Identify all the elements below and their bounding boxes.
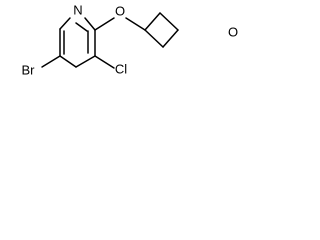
- bond-oxetane-c1-c2: [144, 29, 164, 48]
- bond-oxetane-c3-c1: [144, 12, 161, 31]
- bond-c3-chlorine: [94, 55, 115, 69]
- bond-oxetane-c2-o: [162, 29, 179, 48]
- bond-c3-c4: [75, 55, 96, 68]
- chemical-structure: N O O Cl Br: [0, 0, 244, 98]
- bond-c2-oxygen: [94, 17, 115, 31]
- bond-c5-bromine: [41, 55, 61, 68]
- double-bond-n-c2: [75, 22, 88, 32]
- bond-c6-n: [59, 17, 71, 30]
- chlorine-label: Cl: [115, 61, 127, 76]
- structure-svg: N O O Cl Br: [22, 2, 239, 77]
- bond-n-c2: [84, 17, 96, 31]
- ether-oxygen-label: O: [115, 3, 125, 18]
- bromine-label: Br: [22, 62, 36, 77]
- bond-oxygen-oxetane: [125, 17, 146, 31]
- nitrogen-label: N: [73, 2, 82, 17]
- bond-c4-c5: [59, 55, 77, 68]
- bond-oxetane-o-c3: [159, 12, 179, 31]
- ring-oxygen-label: O: [228, 24, 238, 39]
